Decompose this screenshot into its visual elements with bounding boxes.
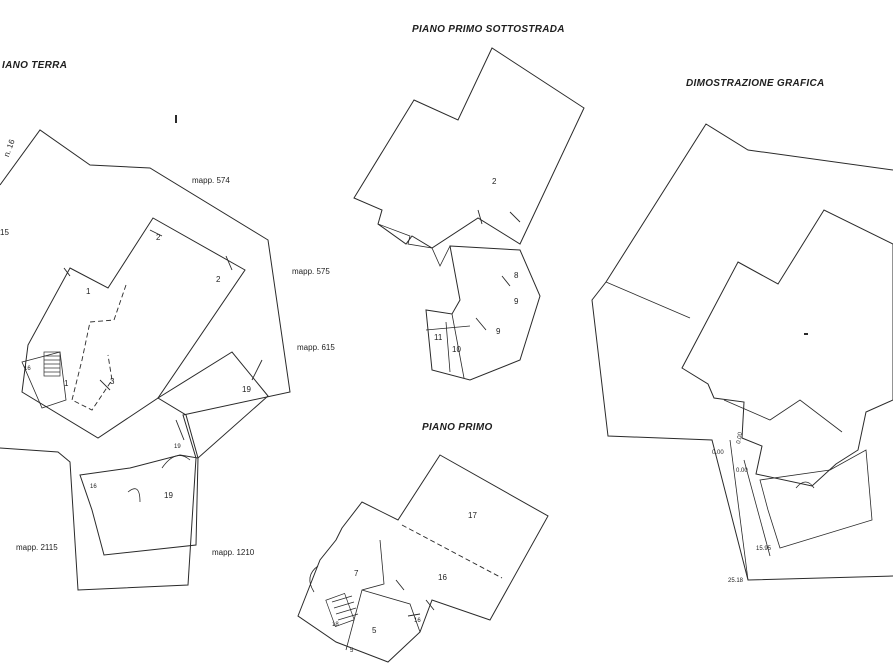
first-room-16: 16 <box>438 573 447 582</box>
basement-room-9a: 9 <box>514 297 519 306</box>
first-room-partitions <box>345 539 421 651</box>
first-floor-plan: PIANO PRIMO 17 16 7 5 16 18 5 <box>297 422 549 663</box>
basement-room-9b: 9 <box>496 327 501 336</box>
graphic-door-arc <box>795 481 815 489</box>
basement-floor-plan: PIANO PRIMO SOTTOSTRADA 2 8 9 9 10 11 <box>353 24 585 381</box>
graphic-dim-2: 0.00 <box>736 431 744 444</box>
first-floor-title: PIANO PRIMO <box>422 422 493 433</box>
basement-lower-block <box>425 245 541 381</box>
ground-lower-wing <box>157 351 269 459</box>
first-room-17: 17 <box>468 511 477 520</box>
ground-room-16: 16 <box>24 366 31 372</box>
ground-floor-title: IANO TERRA <box>2 60 67 71</box>
ground-room-3: 3 <box>110 377 115 386</box>
first-room-16b: 16 <box>414 618 421 624</box>
first-dashed-partition <box>401 524 503 579</box>
ground-room-16b: 16 <box>90 484 97 490</box>
graphic-title: DIMOSTRAZIONE GRAFICA <box>686 78 825 89</box>
graphic-dim-4: 15.95 <box>756 546 772 552</box>
basement-room-partitions <box>425 313 471 379</box>
parcel-575: mapp. 575 <box>292 267 330 276</box>
ground-room-2a: 2 <box>156 233 161 242</box>
parcel-574: mapp. 574 <box>192 176 230 185</box>
ground-main-building <box>21 217 246 439</box>
graphic-demonstration: DIMOSTRAZIONE GRAFICA 0.00 0.00 0.00 15.… <box>591 78 893 584</box>
ground-dashed-partition <box>71 284 127 411</box>
parcel-15: 15 <box>0 228 9 237</box>
first-room-5b: 5 <box>350 648 354 654</box>
graphic-dim-3: 0.00 <box>736 468 748 474</box>
basement-room-8: 8 <box>514 271 519 280</box>
ground-door-arc-2 <box>127 488 141 503</box>
ground-room-19b: 19 <box>174 444 181 450</box>
basement-room-10: 10 <box>452 345 461 354</box>
parcel-1210: mapp. 1210 <box>212 548 255 557</box>
basement-annex <box>377 223 451 267</box>
basement-room-2: 2 <box>492 177 497 186</box>
ground-room-19a: 19 <box>242 385 251 394</box>
ground-room-1a: 1 <box>86 287 91 296</box>
graphic-dim-5: 25.18 <box>728 578 744 584</box>
first-main-building <box>297 454 549 663</box>
ground-south-wing <box>79 454 199 556</box>
basement-room-11: 11 <box>434 333 443 342</box>
ground-lot-boundary <box>0 129 291 591</box>
parcel-2115: mapp. 2115 <box>16 543 58 552</box>
graphic-inner-wing <box>723 399 843 433</box>
graphic-lot-boundary <box>591 123 893 581</box>
parcel-615: mapp. 615 <box>297 343 335 352</box>
parcel-16: n. 16 <box>2 138 17 158</box>
ground-room-1b: 1 <box>64 379 69 388</box>
ground-door-arc <box>161 455 191 469</box>
first-bay-window <box>309 565 319 593</box>
ground-room-2b: 2 <box>216 275 221 284</box>
basement-floor-title: PIANO PRIMO SOTTOSTRADA <box>412 24 565 35</box>
first-room-18: 18 <box>332 622 339 628</box>
ground-room-19c: 19 <box>164 491 173 500</box>
ground-staircase <box>43 351 61 377</box>
first-room-5: 5 <box>372 626 377 635</box>
basement-main-building <box>353 47 585 249</box>
graphic-south-wing <box>759 449 873 549</box>
ground-floor-plan: IANO TERRA n. 16 15 <box>0 60 335 591</box>
graphic-dim-1: 0.00 <box>712 450 724 456</box>
first-staircase <box>325 592 359 628</box>
ground-entry-annex <box>21 351 67 409</box>
first-room-7: 7 <box>354 569 359 578</box>
